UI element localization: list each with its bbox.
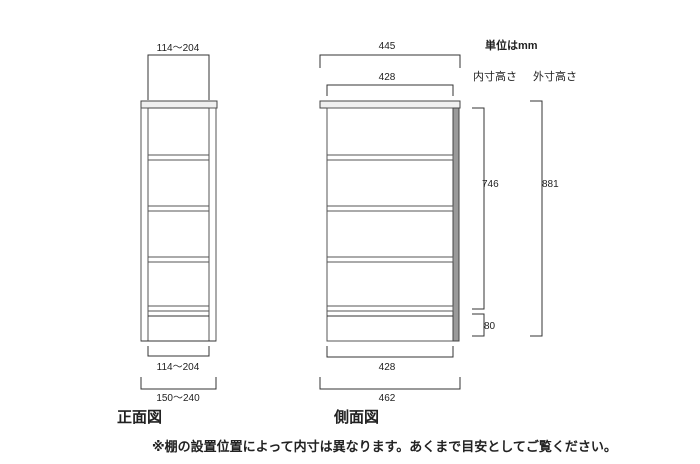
- inner-height-dim-line: [472, 107, 485, 310]
- side-inner-depth-bottom-dim-line: [326, 346, 454, 358]
- front-left-side: [140, 107, 149, 342]
- front-shelf-1: [147, 154, 210, 161]
- side-top-board: [319, 100, 461, 109]
- inner-height-header: 内寸高さ: [473, 69, 517, 83]
- side-shelf-2: [326, 205, 454, 212]
- front-inner-dim-line: [147, 346, 210, 357]
- front-top-dim-line: [147, 54, 210, 100]
- front-view-title: 正面図: [117, 409, 162, 426]
- side-body: [326, 107, 454, 342]
- side-outer-depth-dim-line: [319, 377, 461, 390]
- front-outer-width-label: 150〜240: [156, 393, 200, 404]
- outer-height-label: 881: [542, 179, 559, 190]
- unit-label: 単位はmm: [485, 38, 538, 52]
- side-view-title: 側面図: [333, 408, 379, 426]
- side-inner-depth-top-dim-line: [326, 84, 454, 96]
- front-top-board: [140, 100, 218, 109]
- inner-height-label: 746: [482, 179, 499, 190]
- side-shelf-4: [326, 305, 454, 312]
- outer-height-dim-line: [530, 100, 543, 337]
- outer-height-header: 外寸高さ: [533, 69, 577, 83]
- side-outer-depth-label: 462: [379, 393, 396, 404]
- front-shelf-2: [147, 205, 210, 212]
- side-shelf-3: [326, 256, 454, 263]
- front-shelf-3: [147, 256, 210, 263]
- front-right-side: [208, 107, 217, 342]
- front-top-width-label: 114〜204: [157, 43, 200, 54]
- front-shelf-4: [147, 305, 210, 312]
- side-inner-depth-bottom-label: 428: [379, 362, 396, 373]
- front-inner-width-label: 114〜204: [157, 362, 200, 373]
- base-height-label: 80: [484, 321, 496, 332]
- side-back-panel: [452, 107, 460, 342]
- footnote: ※棚の設置位置によって内寸は異なります。あくまで目安としてご覧ください。: [152, 439, 617, 454]
- side-inner-depth-top-label: 428: [379, 72, 396, 83]
- front-view: 114〜204 114〜204 150〜240 正面図: [117, 43, 218, 426]
- side-view: 445 428 428 462 側面図 746 80 881: [319, 41, 559, 426]
- side-top-depth-dim-line: [319, 54, 461, 68]
- front-outer-dim-line: [140, 377, 217, 390]
- side-shelf-1: [326, 154, 454, 161]
- side-top-depth-label: 445: [379, 41, 396, 52]
- base-height-dim-line: [472, 313, 485, 337]
